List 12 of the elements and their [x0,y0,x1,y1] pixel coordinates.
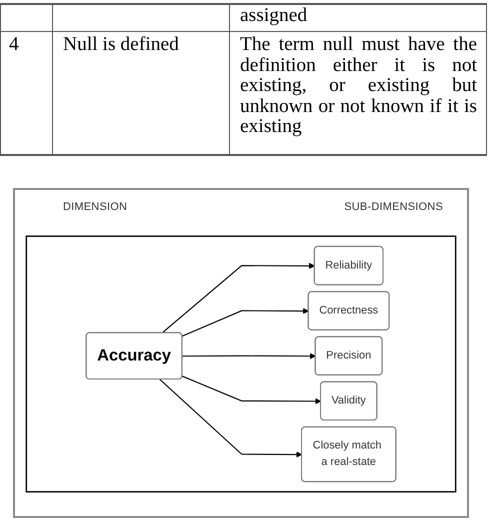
column-heading: DIMENSION [63,201,128,213]
arrow [182,376,322,404]
table-text: assigned [240,6,308,26]
definition-text: The term null must have the definition either it is not existing, or existing but unknown or not known if it is existing [240,35,477,138]
arrow [182,308,309,337]
column-heading: SUB-DIMENSIONS [344,201,443,213]
arrow [182,353,316,360]
cluster [26,236,456,492]
arrow [162,262,315,334]
criterion-text: Null is defined [63,35,180,56]
arrow [159,378,302,458]
row-number: 4 [9,35,20,56]
